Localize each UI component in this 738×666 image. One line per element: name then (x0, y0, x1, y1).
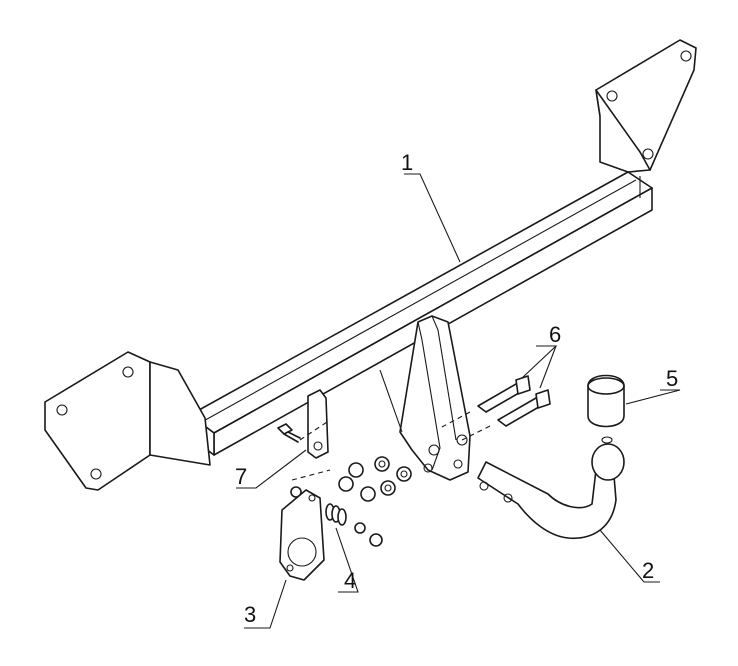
callout-2: 2 (642, 558, 654, 583)
nut (348, 462, 364, 478)
nut (354, 522, 366, 534)
callout-3: 3 (244, 602, 256, 627)
washer (380, 480, 396, 496)
right-mounting-bracket (595, 39, 697, 173)
bracket-hole (606, 90, 618, 102)
socket-bracket-strip (307, 389, 329, 459)
socket-plate-3 (279, 489, 325, 581)
washers-and-nuts (290, 456, 412, 547)
bracket-hole (642, 148, 654, 160)
callout-4: 4 (344, 568, 356, 593)
spring-washer-stack-4 (325, 503, 347, 526)
callout-7: 7 (235, 464, 247, 489)
washer (290, 486, 302, 498)
nut (360, 486, 376, 502)
callout-1: 1 (401, 150, 413, 175)
bolts-6 (439, 375, 551, 441)
ball-neck-2 (477, 436, 625, 540)
bracket-hole (423, 463, 433, 473)
ball-cover-5 (587, 374, 625, 428)
callout-6: 6 (549, 322, 561, 347)
bracket-hole (56, 404, 68, 416)
bracket-hole (456, 434, 468, 446)
nut (338, 476, 354, 492)
bolt-7 (277, 419, 331, 481)
callout-5: 5 (666, 366, 678, 391)
central-bracket (379, 315, 471, 481)
washer (396, 466, 412, 482)
bracket-hole (122, 366, 134, 378)
leader-lines (236, 173, 681, 629)
washer (374, 456, 390, 472)
bracket-hole (90, 468, 102, 480)
left-mounting-bracket (44, 351, 211, 491)
bracket-hole (680, 50, 692, 62)
callout-labels: 1 2 3 4 5 6 7 (235, 150, 678, 627)
nut (369, 533, 383, 547)
bracket-hole (453, 459, 463, 469)
bracket-hole (428, 444, 440, 456)
